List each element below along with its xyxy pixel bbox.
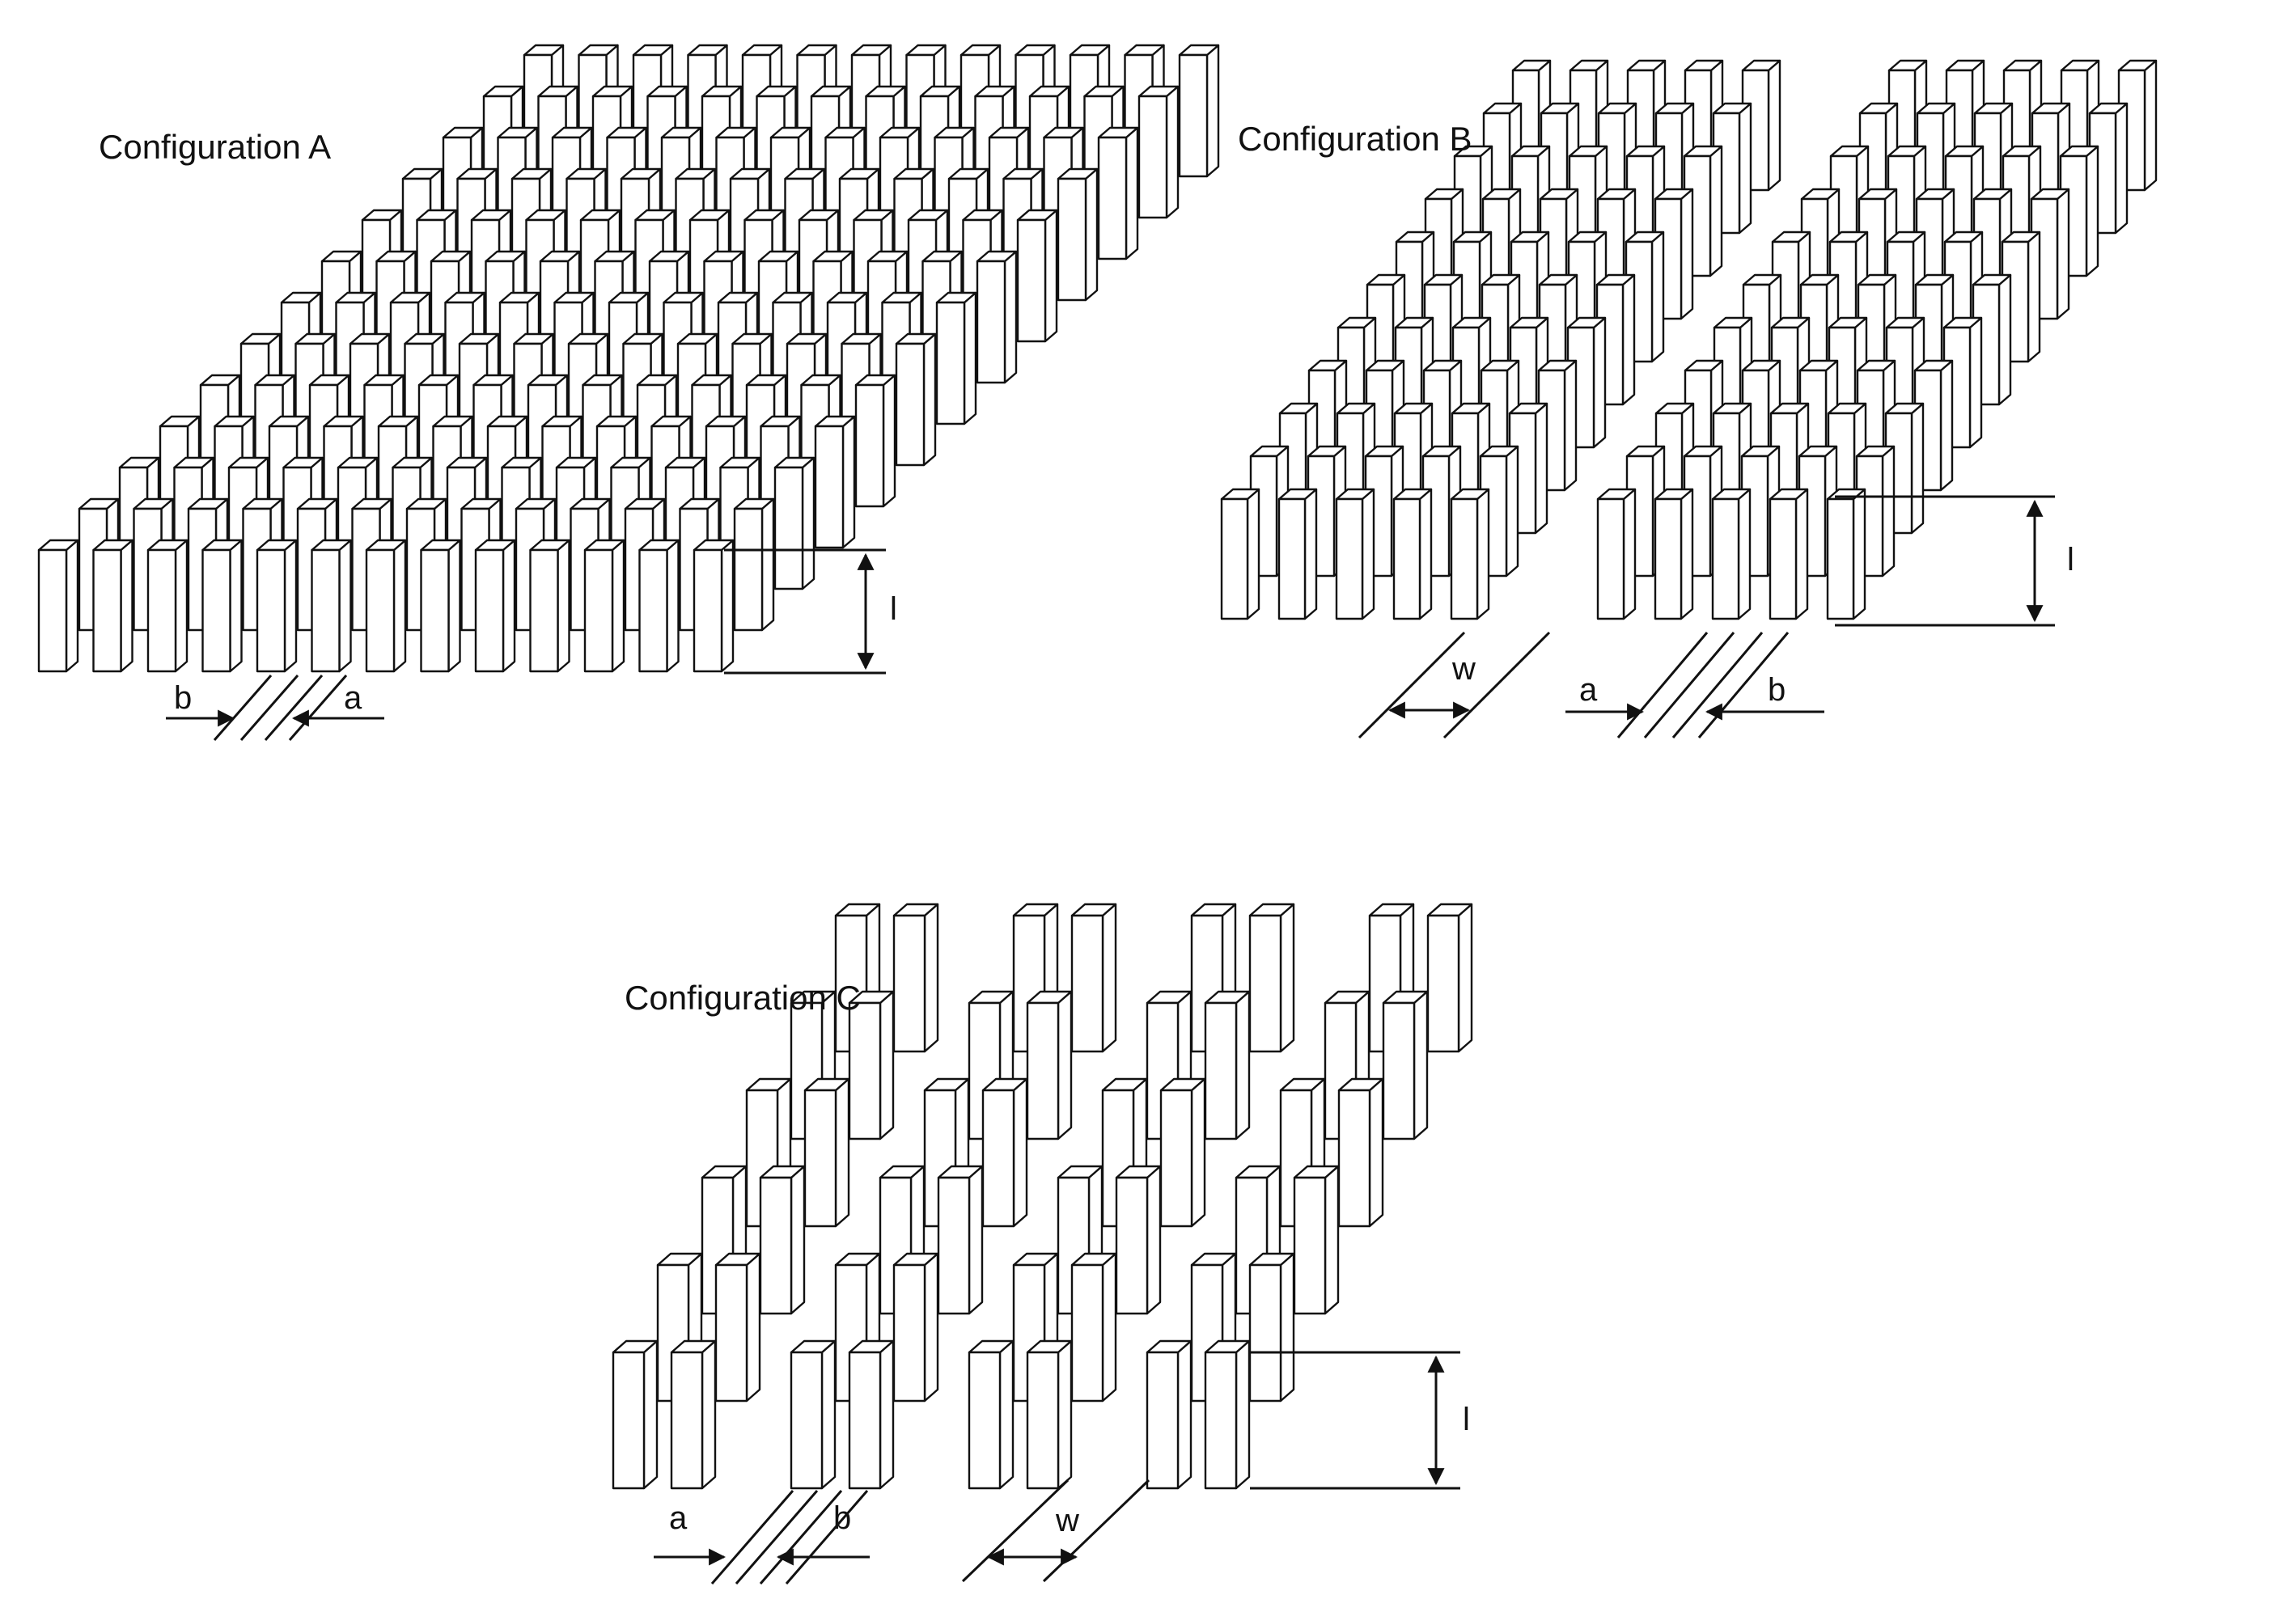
spacing-label-b-b: b xyxy=(1768,672,1786,708)
spacing-label-a-a: a xyxy=(344,680,362,716)
pillar xyxy=(714,1252,761,1403)
dimension-w-c xyxy=(961,1479,1150,1583)
height-label-a: l xyxy=(890,591,897,627)
pillar xyxy=(529,539,570,673)
pillar xyxy=(311,539,352,673)
pillar xyxy=(1277,488,1318,620)
pillar xyxy=(976,250,1018,384)
pillar xyxy=(733,497,775,632)
pillar xyxy=(1204,990,1251,1140)
pillar xyxy=(1097,126,1139,260)
pillar xyxy=(1595,273,1636,406)
pillar xyxy=(1382,990,1429,1140)
pillar xyxy=(854,374,896,508)
pillar xyxy=(612,1339,659,1490)
pillar xyxy=(1392,488,1433,620)
pillar-array-c xyxy=(612,903,1473,1490)
pillar xyxy=(892,903,939,1053)
pillar xyxy=(1654,488,1694,620)
pillar xyxy=(981,1077,1028,1228)
configuration-c: Configuration C l a b w xyxy=(612,903,1473,1584)
pillar xyxy=(1070,1252,1117,1403)
pillar xyxy=(1159,1077,1206,1228)
pillar xyxy=(1337,1077,1384,1228)
pillar xyxy=(37,539,79,673)
pillar xyxy=(1826,488,1866,620)
pillar xyxy=(1137,85,1180,219)
pillar xyxy=(693,539,735,673)
pillar xyxy=(365,539,407,673)
pillar xyxy=(1450,488,1490,620)
pillar xyxy=(1204,1339,1251,1490)
configuration-a-title: Configuration A xyxy=(99,128,331,166)
pillar xyxy=(1769,488,1809,620)
pillar xyxy=(937,1165,984,1315)
pillar xyxy=(256,539,298,673)
pillar xyxy=(1248,1252,1295,1403)
dimension-l-a xyxy=(724,548,886,675)
pillar xyxy=(670,1339,717,1490)
pillar xyxy=(1596,488,1637,620)
pillar xyxy=(92,539,133,673)
pillar xyxy=(1178,44,1220,178)
spacing-label-b-a: b xyxy=(174,680,192,716)
dimension-ab-b xyxy=(1565,632,1824,738)
height-label-c: l xyxy=(1463,1402,1470,1437)
pillar xyxy=(814,415,856,549)
pillar xyxy=(803,1077,850,1228)
dimension-ab-a xyxy=(166,675,384,741)
pillar-array-b xyxy=(1220,59,2158,620)
pillar xyxy=(420,539,461,673)
pillar xyxy=(895,332,937,467)
pillar xyxy=(848,1339,895,1490)
pillar xyxy=(583,539,625,673)
pillar xyxy=(790,1339,837,1490)
dimension-w-b xyxy=(1358,631,1551,739)
spacing-label-a-c: a xyxy=(669,1500,688,1536)
configuration-b-title: Configuration B xyxy=(1238,120,1472,158)
pillar xyxy=(1426,903,1473,1053)
pillar xyxy=(1070,903,1117,1053)
gap-label-w-b: w xyxy=(1451,651,1476,687)
pillar xyxy=(1026,1339,1073,1490)
pillar-array-a xyxy=(37,44,1220,673)
dimension-l-c xyxy=(1250,1351,1460,1490)
pillar xyxy=(759,1165,806,1315)
pillar xyxy=(1026,990,1073,1140)
pillar xyxy=(1115,1165,1162,1315)
configuration-c-title: Configuration C xyxy=(625,979,861,1017)
pillar xyxy=(201,539,243,673)
pillar xyxy=(968,1339,1015,1490)
pillar xyxy=(892,1252,939,1403)
configuration-b: Configuration B l w a b xyxy=(1220,59,2158,739)
pillar xyxy=(1248,903,1295,1053)
pillar xyxy=(1711,488,1752,620)
spacing-label-b-c: b xyxy=(833,1500,851,1536)
height-label-b: l xyxy=(2067,542,2074,578)
pillar xyxy=(1146,1339,1192,1490)
pillar xyxy=(146,539,189,673)
dimension-l-b xyxy=(1835,495,2055,627)
pillar xyxy=(1220,488,1260,620)
gap-label-w-c: w xyxy=(1055,1503,1079,1538)
pillar xyxy=(935,291,977,425)
dimension-ab-c xyxy=(654,1490,870,1584)
pillar xyxy=(638,539,680,673)
configuration-a: Configuration A l b a xyxy=(37,44,1220,741)
pillar xyxy=(1016,209,1058,343)
pillar xyxy=(474,539,516,673)
pillar xyxy=(1293,1165,1340,1315)
pillar xyxy=(773,456,815,590)
pillar xyxy=(1712,102,1752,235)
pillar xyxy=(1335,488,1375,620)
spacing-label-a-b: a xyxy=(1579,672,1598,708)
pillar xyxy=(1057,167,1099,302)
